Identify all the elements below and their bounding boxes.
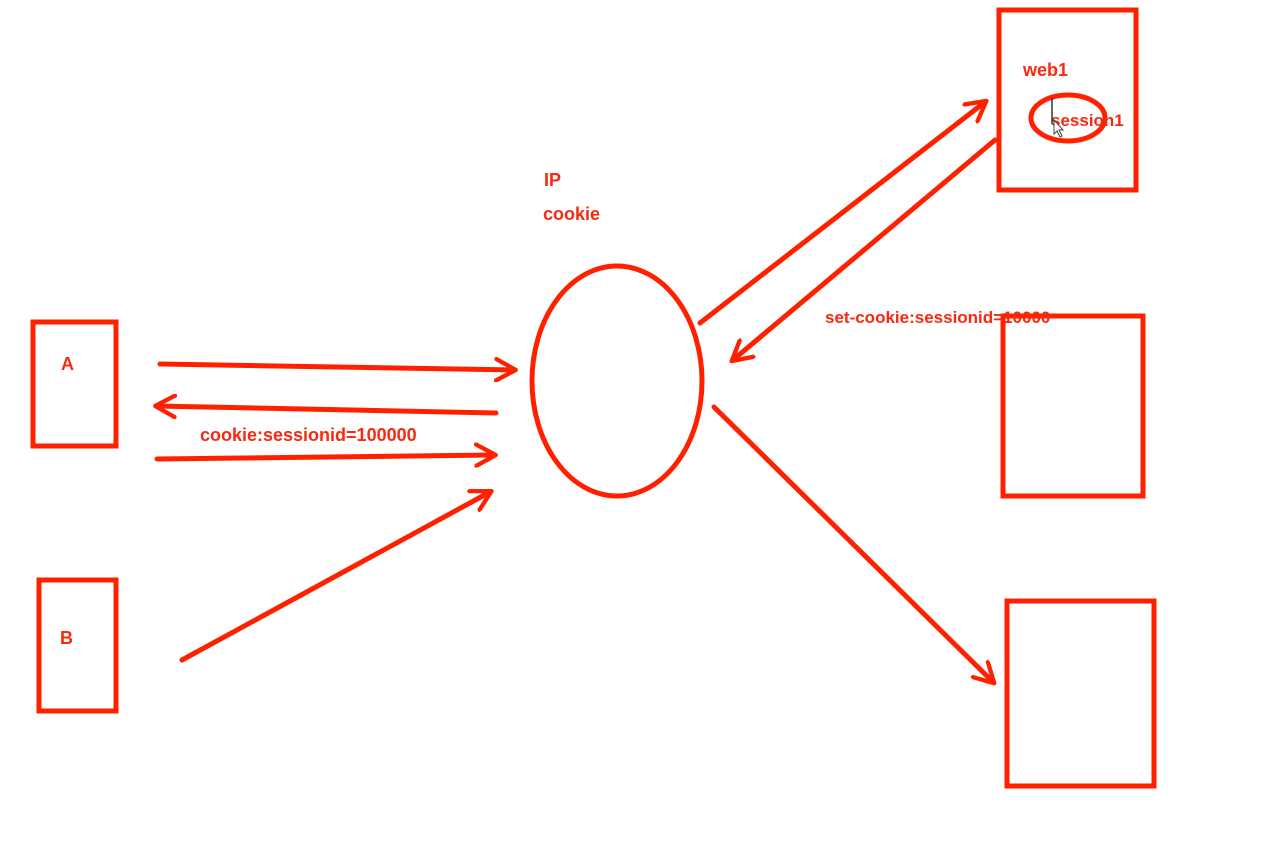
client-a-box (30, 319, 119, 449)
arrow-balancer-to-web1 (697, 102, 985, 326)
balancer-cookie-label: cookie (543, 204, 600, 224)
arrow-balancer-to-a (157, 406, 499, 413)
server-3-box (1004, 598, 1157, 789)
mouse-cursor-icon (1051, 98, 1065, 138)
request-cookie-label: cookie:sessionid=100000 (200, 425, 417, 445)
arrow-a-cookie-request (154, 455, 494, 459)
arrow-balancer-to-server3 (711, 404, 993, 682)
client-b-label: B (60, 628, 73, 648)
arrow-b-to-balancer (179, 492, 490, 663)
session-highlight-circle (1028, 92, 1108, 144)
balancer-ip-label: IP (544, 170, 561, 190)
load-balancer-ellipse (529, 263, 705, 499)
server1-name-label: web1 (1022, 60, 1068, 80)
set-cookie-label: set-cookie:sessionid=10000 (825, 308, 1050, 327)
client-b-box (36, 577, 119, 714)
server-2-box (1000, 313, 1146, 499)
arrow-web1-to-balancer (733, 137, 998, 360)
server1-session-label: session1 (1051, 111, 1124, 130)
arrow-a-to-balancer (157, 364, 514, 370)
client-a-label: A (61, 354, 74, 374)
server-web1-box (996, 7, 1139, 193)
